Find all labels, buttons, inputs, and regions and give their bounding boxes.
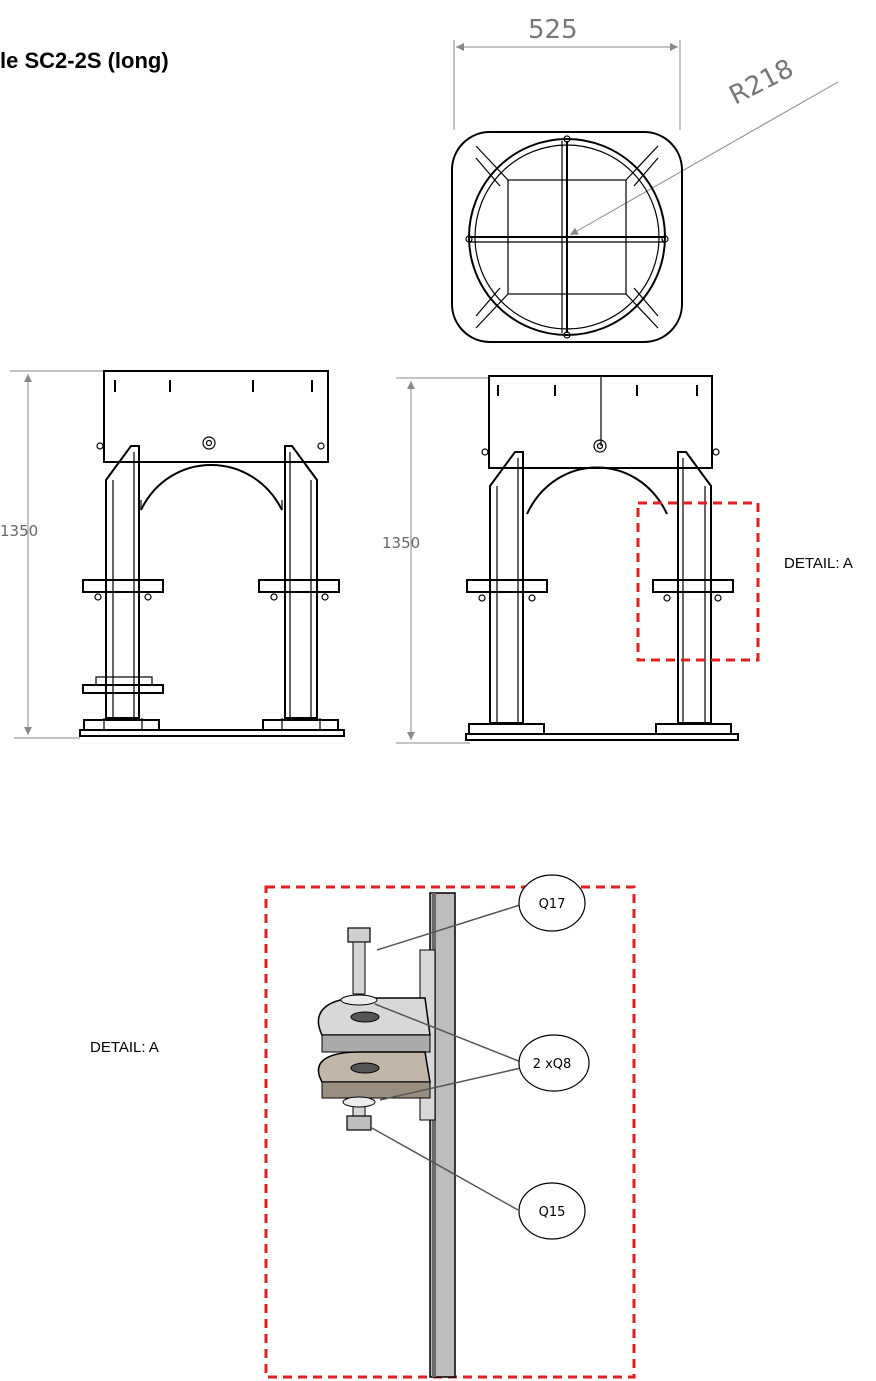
front-view: 1350	[0, 370, 345, 739]
side-view: 1350 DETAIL: A	[382, 375, 853, 744]
detail-label: DETAIL: A	[90, 1039, 159, 1056]
nut-q15	[346, 1115, 372, 1131]
side-detail-label: DETAIL: A	[784, 555, 853, 572]
front-height-dimension: 1350	[0, 522, 38, 540]
callout-q17: Q17	[518, 874, 586, 932]
washer-q8	[340, 994, 378, 1006]
callout-2xq8: 2 xQ8	[518, 1034, 590, 1092]
callout-q15: Q15	[518, 1182, 586, 1240]
svg-text:Q15: Q15	[539, 1205, 566, 1220]
radius-dimension: R218	[725, 54, 799, 111]
width-dimension: 525	[528, 15, 578, 45]
side-height-dimension: 1350	[382, 534, 420, 552]
base-plate-outline	[451, 131, 683, 343]
post-section	[429, 892, 456, 1378]
drawing-title: le SC2-2S (long)	[0, 48, 169, 73]
svg-text:Q17: Q17	[539, 897, 566, 912]
detail-view: DETAIL: A Q17 2 xQ8 Q15	[90, 874, 636, 1379]
top-view: 525 R218	[451, 15, 839, 343]
bolt-head-q17	[347, 927, 371, 943]
detail-a-marker	[636, 501, 760, 662]
svg-text:2 xQ8: 2 xQ8	[533, 1057, 572, 1072]
